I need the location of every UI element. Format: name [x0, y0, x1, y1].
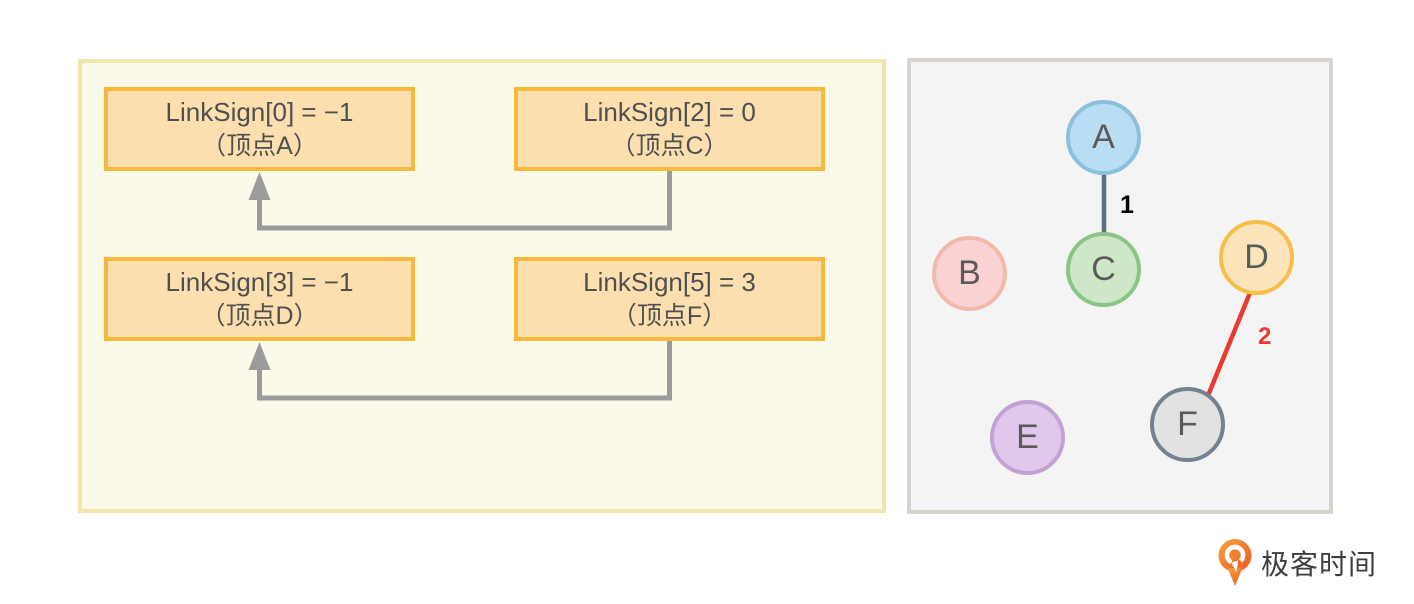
geektime-logo-icon	[1218, 539, 1252, 586]
linksign-box-0: LinkSign[0] = −1 （顶点A）	[104, 87, 415, 171]
graph-node-e: E	[990, 400, 1065, 475]
graph-node-a-label: A	[1092, 118, 1115, 156]
graph-node-c-label: C	[1091, 250, 1116, 288]
linksign-box-2-value: LinkSign[2] = 0	[583, 97, 756, 128]
graph-node-b-label: B	[958, 254, 981, 292]
linksign-box-5-vertex: （顶点F）	[611, 301, 728, 330]
linksign-box-0-value: LinkSign[0] = −1	[165, 97, 354, 128]
graph-node-c: C	[1066, 232, 1141, 307]
graph-node-f: F	[1150, 387, 1225, 462]
graph-node-f-label: F	[1177, 405, 1198, 443]
graph-node-e-label: E	[1016, 418, 1039, 456]
linksign-box-2-vertex: （顶点C）	[610, 131, 729, 160]
geektime-logo: 极客时间	[1218, 539, 1377, 587]
linksign-box-3-value: LinkSign[3] = −1	[165, 267, 354, 298]
linksign-box-0-vertex: （顶点A）	[201, 131, 318, 160]
graph-node-a: A	[1066, 100, 1141, 175]
linksign-box-5: LinkSign[5] = 3 （顶点F）	[514, 257, 825, 341]
graph-node-b: B	[932, 236, 1007, 311]
linksign-box-3-vertex: （顶点D）	[200, 301, 319, 330]
graph-node-d-label: D	[1244, 238, 1269, 276]
linksign-box-2: LinkSign[2] = 0 （顶点C）	[514, 87, 825, 171]
geektime-logo-text: 极客时间	[1261, 549, 1378, 580]
linksign-box-5-value: LinkSign[5] = 3	[583, 267, 756, 298]
linksign-box-3: LinkSign[3] = −1 （顶点D）	[104, 257, 415, 341]
graph-node-d: D	[1219, 220, 1294, 295]
